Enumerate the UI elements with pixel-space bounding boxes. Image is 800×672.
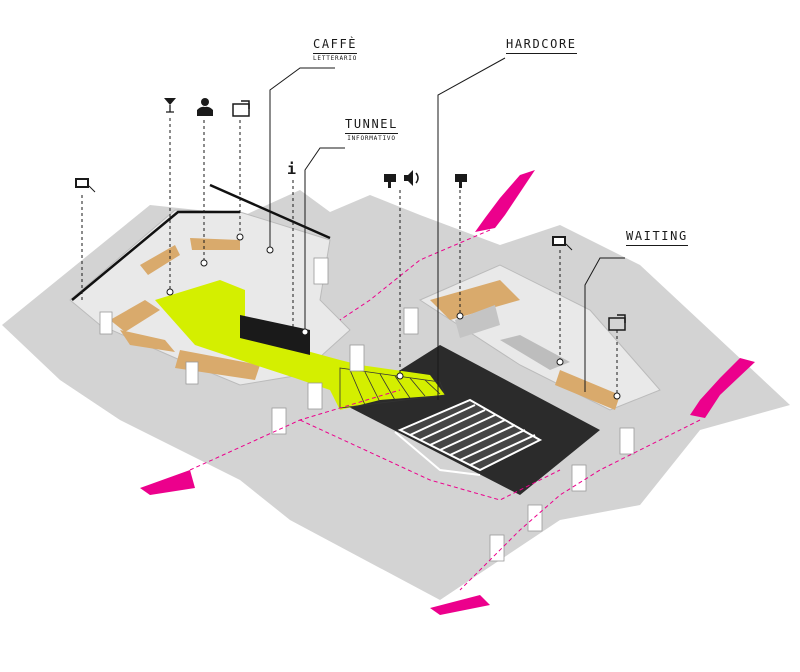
camera-icon xyxy=(384,174,396,188)
wood-counter-right-2 xyxy=(555,370,620,410)
person-icon xyxy=(197,98,213,116)
label-waiting-title: WAITING xyxy=(626,230,688,246)
escalators xyxy=(394,398,543,476)
kiosk-icon xyxy=(75,178,96,193)
pink-arrows xyxy=(140,170,755,615)
tunnel-highlight xyxy=(155,280,445,410)
info-icon: i xyxy=(287,160,297,178)
leader-dots xyxy=(166,233,621,400)
screen-icon xyxy=(232,100,250,117)
leader-lines xyxy=(81,57,625,400)
wood-counter-right xyxy=(430,280,520,320)
label-hardcore: HARDCORE xyxy=(506,38,577,54)
label-tunnel-subtitle: INFORMATIVO xyxy=(345,133,398,142)
label-waiting: WAITING xyxy=(626,230,688,246)
label-caffe-title: CAFFÈ xyxy=(313,37,358,51)
left-wall xyxy=(71,210,240,301)
label-tunnel: TUNNEL INFORMATIVO xyxy=(345,118,398,142)
waiting-bench xyxy=(500,335,570,370)
cocktail-icon xyxy=(164,98,176,113)
routes xyxy=(189,229,701,591)
camera-icon-2 xyxy=(455,174,467,188)
speaker-icon xyxy=(404,170,419,186)
kiosk-icon-2 xyxy=(552,236,573,251)
desk xyxy=(455,305,500,338)
label-caffe-subtitle: LETTERARIO xyxy=(313,53,358,62)
label-hardcore-title: HARDCORE xyxy=(506,38,577,54)
screen-icon-2 xyxy=(608,314,626,331)
label-tunnel-title: TUNNEL xyxy=(345,117,398,131)
black-display-wall xyxy=(240,315,310,355)
label-caffe: CAFFÈ LETTERARIO xyxy=(313,37,358,62)
tunnel-truss xyxy=(339,367,446,409)
